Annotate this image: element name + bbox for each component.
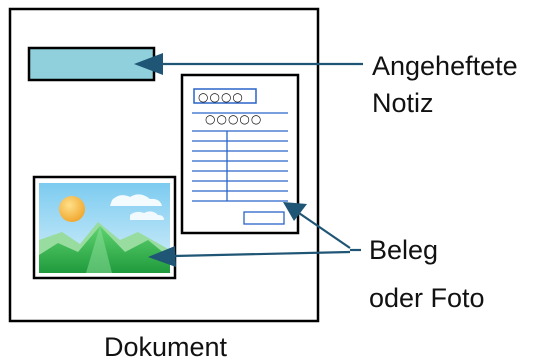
document-label: Dokument [104,332,228,362]
sticky-note-label-line1: Angeheftete [372,51,518,81]
photo [32,175,177,280]
callout-arrows [134,53,363,267]
receipt-label-line1: Beleg [369,235,439,265]
receipt-leader-line [295,210,351,249]
receipt-table [192,112,288,225]
sticky-note-label-line2: Notiz [372,88,434,118]
photo-arrowhead [148,246,176,267]
photo-leader-line [173,250,351,258]
sun-icon [59,196,85,222]
note-arrowhead [134,53,163,75]
receipt-header-box [193,88,257,104]
receipt-label-line2: oder Foto [369,283,485,313]
receipt-subheader-marks: ○○○○○ [205,112,262,126]
receipt: ○○○○ ○○○○○ [180,73,300,235]
receipt-header-marks: ○○○○ [198,90,244,104]
sticky-note [27,46,156,82]
receipt-arrowhead [283,202,307,221]
